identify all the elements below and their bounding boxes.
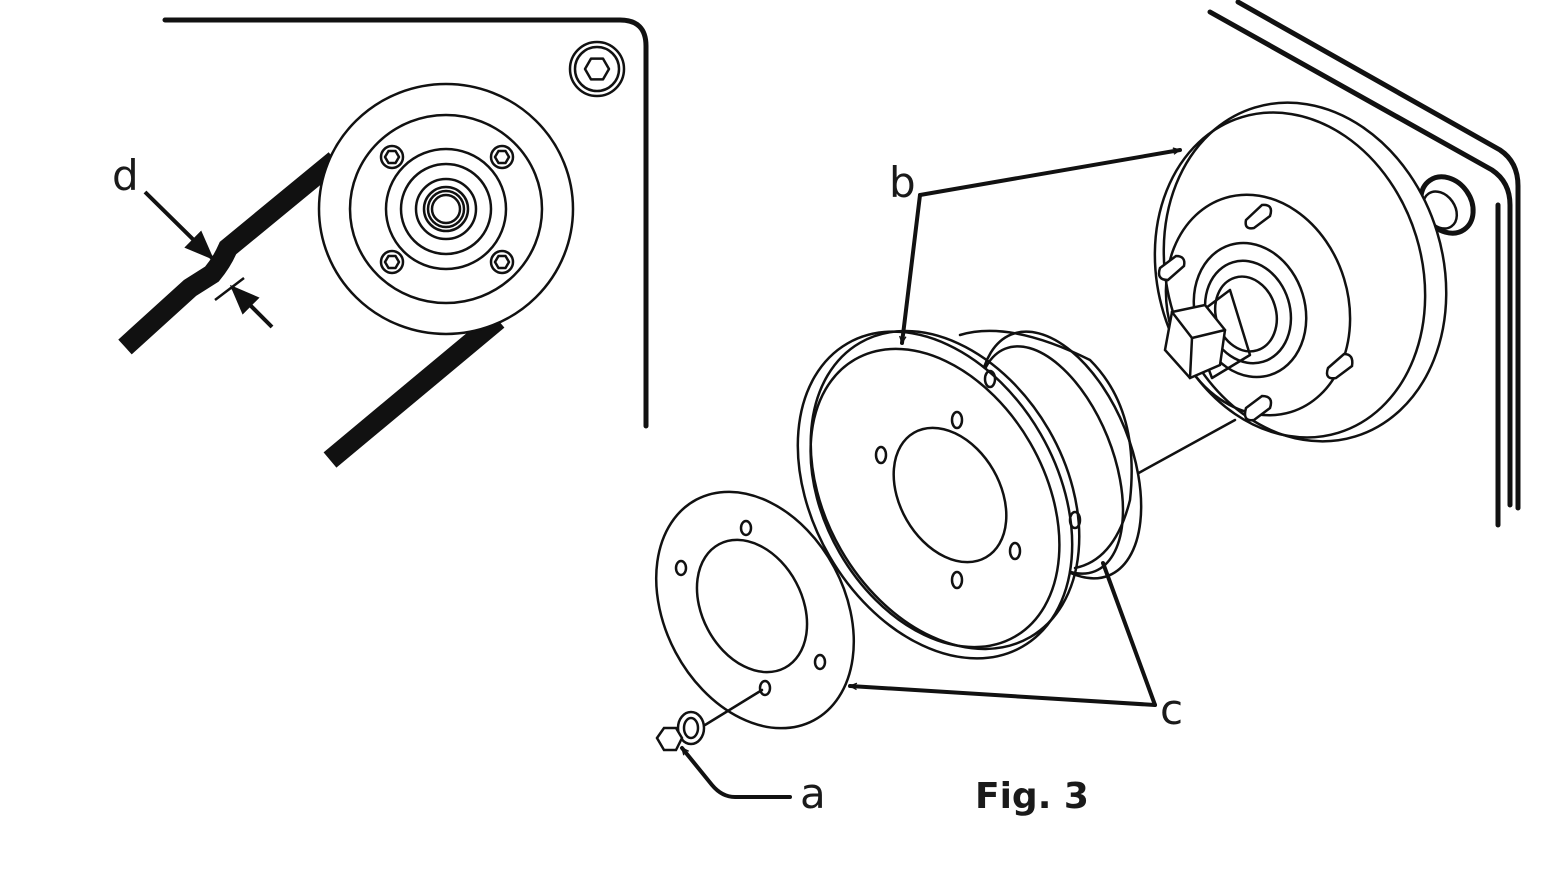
- hub-hole-icon: [874, 369, 1082, 590]
- housing-corner: [1207, 0, 1521, 528]
- stud-icon: [1157, 203, 1354, 422]
- belt-tension-view: d: [112, 17, 649, 468]
- housing-frame: [162, 17, 649, 429]
- callout-a: a: [800, 769, 826, 818]
- deflection-mark: [214, 277, 245, 301]
- pulley-bolt-icon: [489, 249, 515, 275]
- callout-leaders: [680, 150, 1182, 799]
- arrow-icon: [229, 284, 274, 329]
- hex-socket-screw-icon: [568, 40, 626, 98]
- pulley-bolt-icon: [379, 249, 405, 275]
- callout-c: c: [1160, 685, 1183, 734]
- pulley-bolt-icon: [379, 144, 405, 170]
- callout-d: d: [112, 151, 139, 200]
- gasket-icon: [654, 490, 856, 730]
- exploded-assembly-view: b c a Fig. 3: [654, 0, 1521, 818]
- pulley-bolt-icon: [489, 144, 515, 170]
- pulley-icon: [317, 82, 575, 336]
- washer-icon: [676, 710, 706, 746]
- bolt-icon: [655, 726, 684, 752]
- belt-icon: [118, 152, 505, 468]
- arrow-icon: [143, 190, 215, 261]
- hub-icon: [796, 329, 1143, 660]
- hex-nut-icon: [1163, 303, 1227, 380]
- figure-title: Fig. 3: [975, 776, 1089, 817]
- callout-b: b: [889, 158, 916, 207]
- drive-flange: [1153, 101, 1448, 443]
